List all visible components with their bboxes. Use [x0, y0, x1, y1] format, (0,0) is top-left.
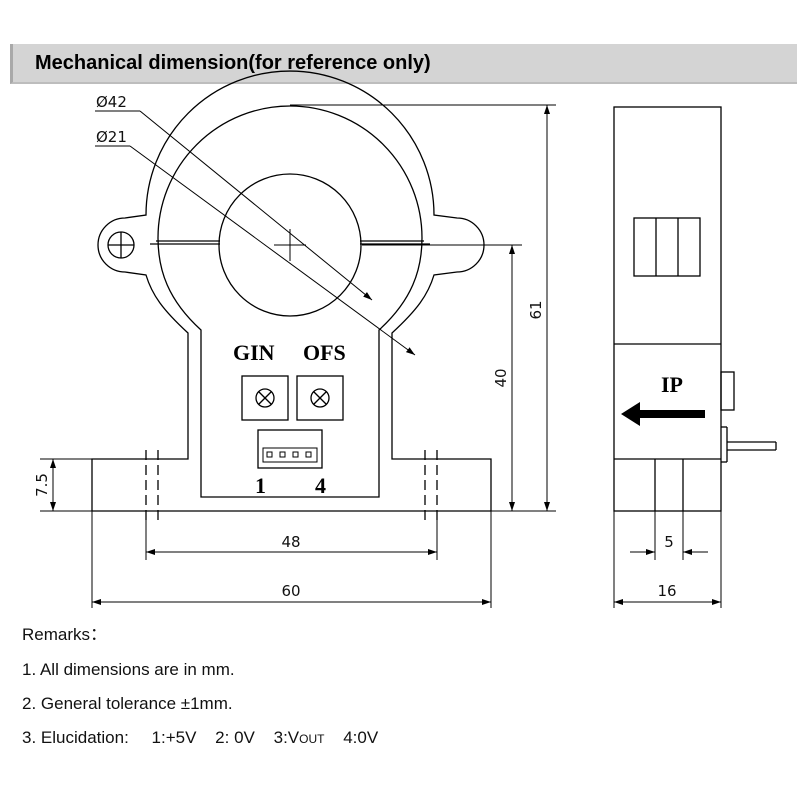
pin-1-label: 1 — [255, 473, 266, 498]
connector — [257, 429, 323, 469]
elucidation-pin4: 4:0V — [343, 728, 379, 747]
remarks: Remarks： 1. All dimensions are in mm. 2.… — [22, 620, 378, 762]
hole-spacing-label: 48 — [281, 533, 300, 551]
total-width-label: 60 — [281, 582, 300, 600]
front-view — [91, 70, 492, 520]
total-width-dimension — [91, 511, 492, 608]
side-view — [613, 106, 777, 512]
ofs-label: OFS — [303, 340, 346, 365]
pin-offset-dimension — [630, 511, 708, 560]
ofs-potentiometer — [296, 375, 344, 421]
elucidation-pin2: 2: 0V — [215, 728, 255, 747]
elucidation-pin1: 1:+5V — [151, 728, 197, 747]
outer-diameter-label: Ø42 — [96, 93, 127, 111]
elucidation-prefix: 3. Elucidation: — [22, 728, 129, 747]
gin-label: GIN — [233, 340, 275, 365]
aperture-circle — [218, 173, 362, 317]
hole-spacing-dimension — [145, 520, 438, 560]
core-block — [633, 217, 701, 277]
section-header: Mechanical dimension(for reference only) — [10, 44, 797, 84]
side-body — [613, 106, 722, 512]
depth-label: 16 — [657, 582, 676, 600]
gin-potentiometer — [241, 375, 289, 421]
remark-item-3: 3. Elucidation: 1:+5V 2: 0V 3:VOUT 4:0V — [22, 728, 378, 762]
remarks-title: Remarks： — [22, 625, 108, 644]
remark-item-2: 2. General tolerance ±1mm. — [22, 694, 233, 713]
inner-diameter-label: Ø21 — [96, 128, 127, 146]
section-title: Mechanical dimension(for reference only) — [35, 52, 431, 74]
total-height-dimension — [290, 104, 556, 512]
diameter-leaders — [95, 110, 416, 356]
pin-4-label: 4 — [315, 473, 326, 498]
body-outline — [91, 70, 492, 512]
flange-height-label: 7.5 — [33, 473, 51, 497]
current-arrow-icon — [621, 402, 705, 426]
remark-item-1: 1. All dimensions are in mm. — [22, 660, 235, 679]
total-height-label: 61 — [527, 300, 545, 319]
current-direction-label: IP — [661, 372, 683, 397]
elucidation-pin3: 3:VOUT — [273, 728, 325, 747]
depth-dimension — [613, 511, 722, 608]
flange-height-dimension — [40, 458, 92, 512]
center-height-label: 40 — [492, 368, 510, 387]
body-inner-line — [157, 105, 423, 498]
pin-offset-label: 5 — [664, 533, 674, 551]
